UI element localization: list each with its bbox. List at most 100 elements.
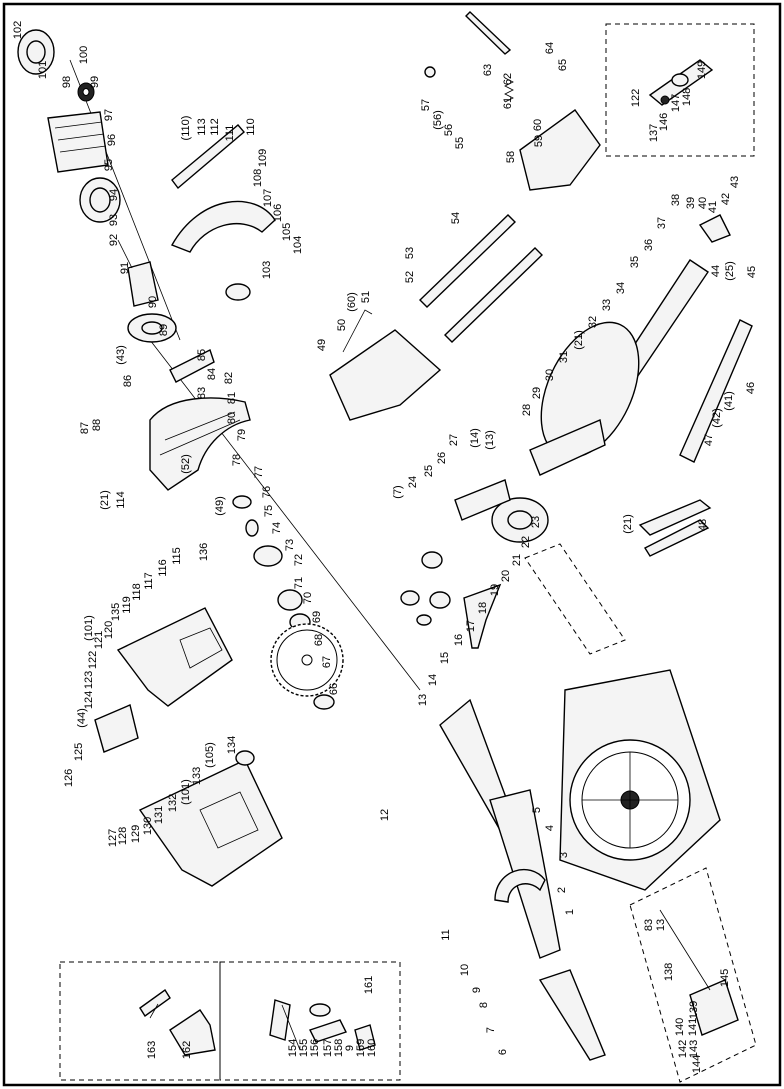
callout-label: (13) [484, 430, 496, 450]
callout-label: 103 [261, 261, 273, 279]
callout-label: 50 [336, 319, 348, 331]
callout-label: 119 [121, 596, 133, 614]
callout-label: 160 [366, 1039, 378, 1057]
callout-label: 131 [153, 806, 165, 824]
callout-label: 88 [91, 419, 103, 431]
callout-label: 68 [313, 634, 325, 646]
callout-label: (49) [214, 496, 226, 516]
callout-label: 127 [107, 829, 119, 847]
callout-label: 105 [281, 223, 293, 241]
callout-label: 9 [344, 1045, 356, 1051]
callout-label: 107 [262, 189, 274, 207]
rail-bracket [329, 329, 442, 421]
callout-label: (21) [573, 330, 585, 350]
callout-label: 78 [231, 454, 243, 466]
callout-label: 41 [707, 201, 719, 213]
callout-label: 30 [544, 369, 556, 381]
armature [117, 239, 159, 307]
callout-label: 52 [404, 271, 416, 283]
callout-label: 115 [171, 547, 183, 565]
switch-trigger [94, 704, 139, 753]
callout-label: (52) [180, 454, 192, 474]
clamp-assembly [269, 999, 376, 1051]
callout-label: 56 [443, 124, 455, 136]
callout-label: 83 [196, 387, 208, 399]
callout-label: 28 [521, 404, 533, 416]
callout-label: 77 [253, 466, 265, 478]
callout-label: 48 [697, 519, 709, 531]
callout-label: 57 [420, 99, 432, 111]
callout-label: 83 [643, 919, 655, 931]
table-insert-plate [644, 519, 710, 557]
callout-label: (110) [180, 116, 192, 141]
callout-label: 76 [261, 486, 273, 498]
handle-bracket [169, 349, 215, 383]
callout-label: 122 [87, 651, 99, 669]
callout-label: 98 [61, 76, 73, 88]
accessory-dust-bag [169, 1009, 216, 1056]
callout-label: 67 [321, 656, 333, 668]
callout-label: 99 [89, 76, 101, 88]
callout-label: (56) [432, 110, 444, 130]
guide-arc [494, 869, 546, 903]
callout-label: 121 [93, 631, 105, 649]
inset-box-clamp [219, 961, 401, 1081]
callout-label: 130 [142, 817, 154, 835]
callout-label: (42) [711, 408, 723, 428]
callout-label: 23 [530, 516, 542, 528]
callout-label: 53 [404, 247, 416, 259]
stop-block [659, 909, 739, 1036]
callout-label: 13 [655, 919, 667, 931]
callout-label: 27 [448, 434, 460, 446]
callout-label: 70 [302, 592, 314, 604]
callout-label: 19 [489, 584, 501, 596]
saw-blade [270, 623, 344, 697]
inset-box-stop [629, 867, 757, 1083]
callout-label: 5 [531, 807, 543, 813]
callout-label: 36 [643, 239, 655, 251]
callout-label: 62 [502, 73, 514, 85]
callout-label: 45 [746, 266, 758, 278]
callout-label: 25 [423, 465, 435, 477]
accessory-brush [139, 988, 171, 1019]
callout-label: 51 [360, 291, 372, 303]
callout-label: 2 [556, 887, 568, 893]
callout-label: 159 [355, 1039, 367, 1057]
upper-blade-guard [149, 397, 251, 491]
callout-label: 11 [440, 929, 452, 940]
callout-label: 112 [209, 118, 221, 136]
guard-link [171, 124, 245, 190]
callout-label: 38 [670, 194, 682, 206]
callout-label: 4 [544, 825, 556, 831]
callout-label: 109 [257, 149, 269, 167]
slide-rails [419, 214, 543, 343]
callout-label: 54 [450, 212, 462, 224]
callout-label: 104 [292, 236, 304, 254]
inset-box-accessories [59, 961, 221, 1081]
pivot-assembly [454, 479, 549, 543]
turntable-base [529, 321, 640, 476]
callout-label: (44) [76, 708, 88, 728]
callout-label: 29 [531, 387, 543, 399]
callout-label: 85 [196, 349, 208, 361]
callout-label: (60) [346, 292, 358, 312]
callout-label: 149 [696, 61, 708, 79]
callout-label: 100 [78, 46, 90, 64]
callout-label: 22 [520, 536, 532, 548]
callout-label: 93 [108, 214, 120, 226]
callout-label: 64 [544, 42, 556, 54]
callout-label: 162 [181, 1041, 193, 1059]
callout-label: 124 [83, 691, 95, 709]
callout-label: 117 [143, 572, 155, 590]
callout-label: 49 [316, 339, 328, 351]
callout-label: 136 [198, 543, 210, 561]
knob-57 [424, 66, 436, 78]
callout-label: 95 [103, 159, 115, 171]
callout-label: 33 [601, 299, 613, 311]
inset-box-guide [524, 543, 626, 655]
callout-label: 138 [663, 963, 675, 981]
spring [504, 77, 514, 103]
